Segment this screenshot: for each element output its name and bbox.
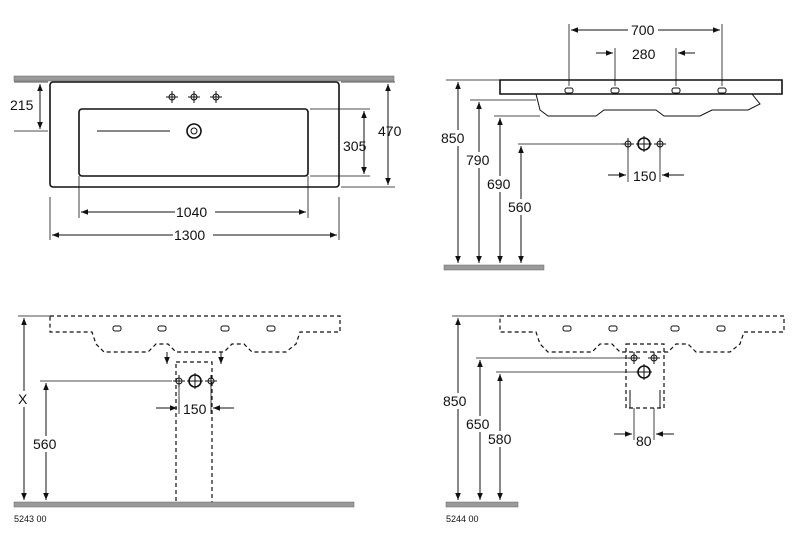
floor-strip-a xyxy=(13,501,355,508)
drain-outer xyxy=(186,123,202,139)
dim-700: 700 xyxy=(631,22,655,38)
waste-connections-a xyxy=(173,373,217,389)
floor-strip-b xyxy=(445,501,519,508)
dim-470: 470 xyxy=(378,123,402,139)
dim-80: 80 xyxy=(636,433,652,449)
dim-1300: 1300 xyxy=(174,227,205,243)
dim-1040: 1040 xyxy=(176,204,207,220)
dim-690: 690 xyxy=(487,176,511,192)
top-view: 215 305 470 1040 1300 xyxy=(10,75,402,243)
dim-850: 850 xyxy=(441,130,465,146)
dim-580: 580 xyxy=(488,431,512,447)
product-code-a: 5243 00 xyxy=(14,514,47,524)
basin-underside xyxy=(535,93,761,117)
basin-outline xyxy=(49,81,340,188)
front-view-a: 150 X 560 5243 00 xyxy=(13,315,355,524)
basin-rim xyxy=(499,79,783,95)
basin-dashed xyxy=(49,315,341,353)
dim-305: 305 xyxy=(343,138,367,154)
drain-inner xyxy=(190,127,198,135)
rim-holes-a xyxy=(112,325,276,332)
tap-holes xyxy=(166,91,222,103)
waste-connections-b xyxy=(628,352,660,380)
dim-650: 650 xyxy=(466,416,490,432)
dim-850-b: 850 xyxy=(443,393,467,409)
wall-strip xyxy=(13,75,395,82)
dim-790: 790 xyxy=(466,152,490,168)
bowl-outline xyxy=(78,108,309,177)
front-view-b: 80 850 650 580 5244 00 xyxy=(442,315,785,524)
floor-strip xyxy=(443,264,545,271)
dim-150: 150 xyxy=(633,168,657,184)
semi-pedestal-dashed xyxy=(625,343,665,409)
dim-215: 215 xyxy=(10,97,34,113)
product-code-b: 5244 00 xyxy=(446,514,479,524)
dim-560: 560 xyxy=(508,199,532,215)
waste-connections xyxy=(622,136,666,152)
basin-dashed-b xyxy=(499,315,785,353)
rim-holes xyxy=(564,87,727,94)
side-view: 700 280 850 790 690 560 150 xyxy=(440,22,783,271)
dim-150-a: 150 xyxy=(183,401,207,417)
dim-280: 280 xyxy=(632,46,656,62)
dim-x: X xyxy=(18,391,28,407)
rim-holes-b xyxy=(562,325,726,332)
dim-560-a: 560 xyxy=(33,436,57,452)
